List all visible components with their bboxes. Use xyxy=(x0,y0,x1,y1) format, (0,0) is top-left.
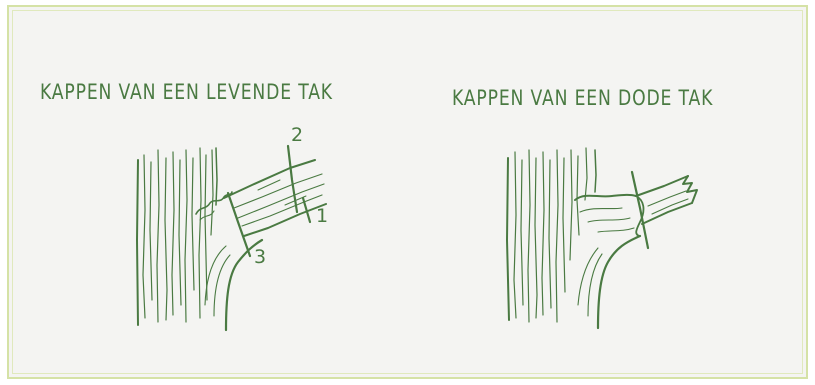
trunk-right xyxy=(507,148,640,328)
cut-label-1: 1 xyxy=(316,205,328,227)
cut-label-2: 2 xyxy=(291,124,303,146)
cut-label-3: 3 xyxy=(254,246,266,268)
living-branch-drawing xyxy=(137,146,326,330)
branch-left xyxy=(196,160,326,236)
dead-branch-drawing xyxy=(507,148,697,328)
branch-collar-right xyxy=(575,195,643,236)
dead-stub-right xyxy=(636,176,697,224)
